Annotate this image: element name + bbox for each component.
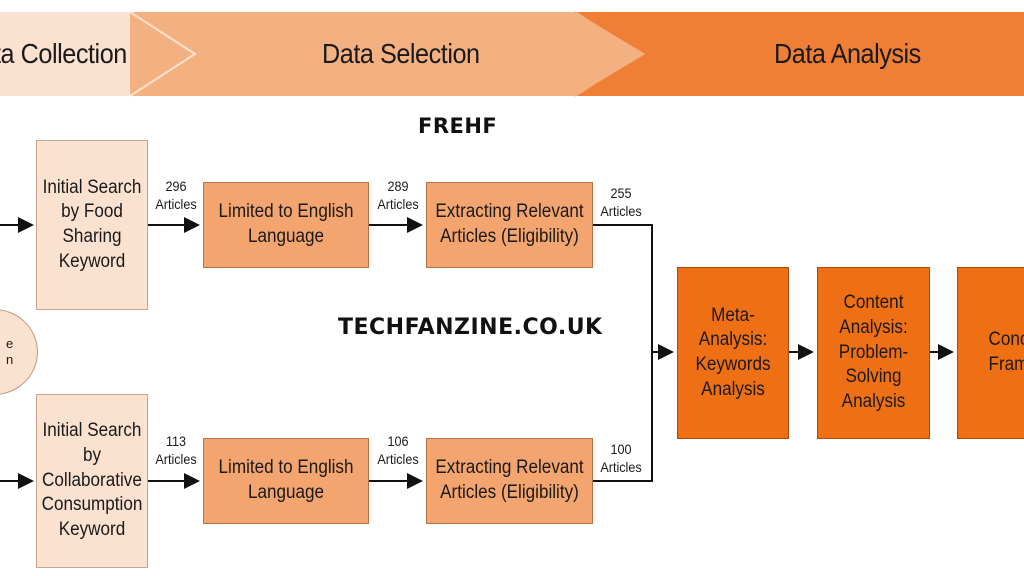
- phase-label-analysis: Data Analysis: [774, 38, 921, 69]
- top-eligibility-box: Extracting Relevant Articles (Eligibilit…: [426, 182, 593, 268]
- watermark-techfanzine: TECHFANZINE.CO.UK: [338, 315, 603, 340]
- meta-analysis-box: Meta-Analysis: Keywords Analysis: [677, 267, 789, 439]
- source-label-line2: n: [6, 351, 14, 367]
- bottom-initial-search-box: Initial Search by Collaborative Consumpt…: [36, 394, 148, 568]
- phase-label-selection: Data Selection: [322, 38, 480, 69]
- top-initial-search-box: Initial Search by Food Sharing Keyword: [36, 140, 148, 310]
- connector-top-merge: [593, 224, 653, 352]
- bottom-english-box: Limited to English Language: [203, 438, 369, 524]
- bottom-eligibility-box: Extracting Relevant Articles (Eligibilit…: [426, 438, 593, 524]
- top-english-box: Limited to English Language: [203, 182, 369, 268]
- watermark-frehf: FREHF: [418, 114, 498, 138]
- phase-analysis-chevron: [575, 12, 1024, 96]
- content-analysis-box: Content Analysis: Problem-Solving Analys…: [817, 267, 930, 439]
- phase-label-collection: ta Collection: [0, 38, 127, 69]
- phase-banner: [0, 11, 1024, 97]
- conceptual-framework-box: Conc Fram: [957, 267, 1024, 439]
- phase-selection-chevron: [130, 12, 645, 96]
- source-label-line1: e: [6, 336, 14, 351]
- connector-bottom-merge: [593, 352, 653, 482]
